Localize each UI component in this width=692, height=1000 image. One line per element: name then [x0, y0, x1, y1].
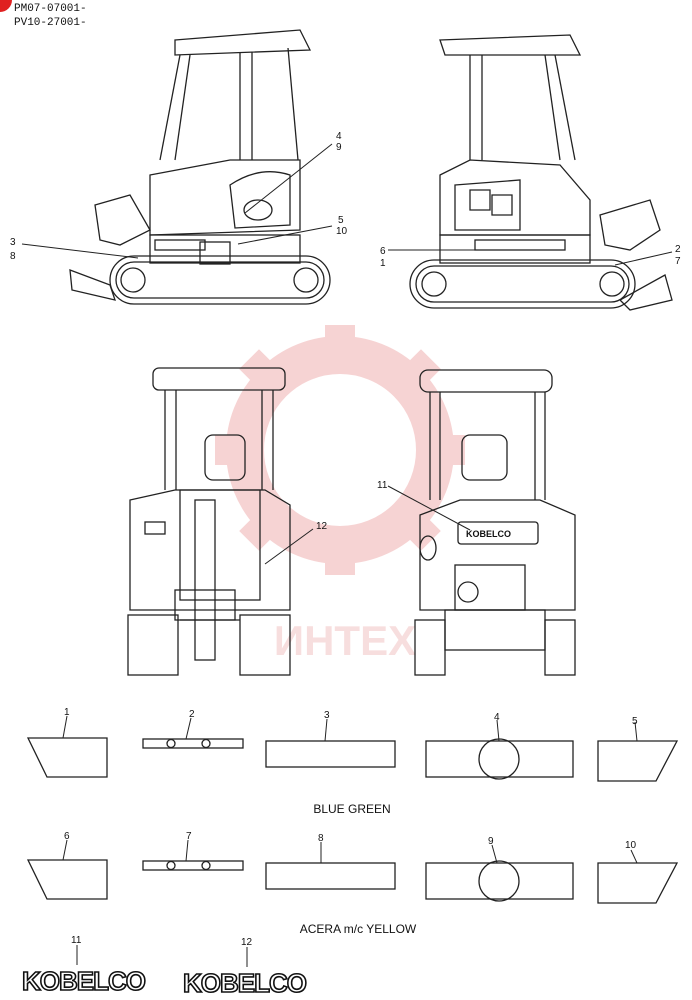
- callout-10: 10: [336, 226, 348, 237]
- left-side-view: [69, 29, 331, 305]
- callout-7: 7: [675, 256, 681, 267]
- decal-label-8: 8: [318, 833, 324, 844]
- callout-11: 11: [377, 480, 388, 491]
- decal-8: [265, 862, 396, 890]
- callout-9: 9: [336, 142, 342, 153]
- kobelco-logo-11: KOBELCO: [22, 966, 146, 996]
- decal-label-5: 5: [632, 716, 638, 727]
- decal-label-2: 2: [189, 709, 195, 720]
- watermark: ИНТЕХ: [215, 325, 465, 664]
- decal-label-12: 12: [241, 937, 253, 948]
- decal-2: [142, 738, 244, 749]
- callout-8: 8: [10, 251, 16, 262]
- callout-labels: 4 9 5 10 3 8 6 1 2 7 11 12 1 2 3 4 5 6 7…: [10, 131, 681, 948]
- decal-3: [265, 740, 396, 768]
- caption-yellow: ACERA m/c YELLOW: [299, 922, 417, 936]
- callout-5: 5: [338, 215, 344, 226]
- rear-logo-decal: KOBELCO: [466, 529, 511, 539]
- decal-6: [26, 859, 108, 900]
- decal-row-yellow: [26, 859, 679, 904]
- decal-row-blue-green: [26, 737, 679, 782]
- rear-view: [414, 369, 576, 676]
- decal-4: [425, 740, 574, 778]
- decal-label-7: 7: [186, 831, 192, 842]
- serial-range-1: PM07-07001-: [14, 3, 87, 15]
- watermark-text: ИНТЕХ: [274, 617, 416, 664]
- decal-label-3: 3: [324, 710, 330, 721]
- decal-9: [425, 862, 574, 900]
- decal-label-6: 6: [64, 831, 70, 842]
- decal-label-1: 1: [64, 707, 70, 718]
- leader-lines: [21, 143, 673, 967]
- front-view: [127, 367, 291, 676]
- decal-label-11: 11: [71, 935, 82, 946]
- caption-blue-green: BLUE GREEN: [313, 802, 391, 816]
- right-side-view: [409, 34, 673, 311]
- callout-6: 6: [380, 246, 386, 257]
- callout-12: 12: [316, 521, 328, 532]
- callout-2: 2: [675, 244, 681, 255]
- decal-label-9: 9: [488, 836, 494, 847]
- callout-1: 1: [380, 258, 386, 269]
- logo-decals: KOBELCO KOBELCO: [21, 965, 308, 999]
- decal-5: [597, 740, 679, 782]
- callout-4: 4: [336, 131, 342, 142]
- kobelco-logo-12: KOBELCO: [183, 968, 307, 998]
- decal-label-4: 4: [494, 712, 500, 723]
- serial-range-2: PV10-27001-: [14, 17, 87, 29]
- callout-3: 3: [10, 237, 16, 248]
- decal-label-10: 10: [625, 840, 637, 851]
- decal-1: [26, 737, 108, 778]
- decal-10: [597, 862, 679, 904]
- decal-7: [142, 860, 244, 871]
